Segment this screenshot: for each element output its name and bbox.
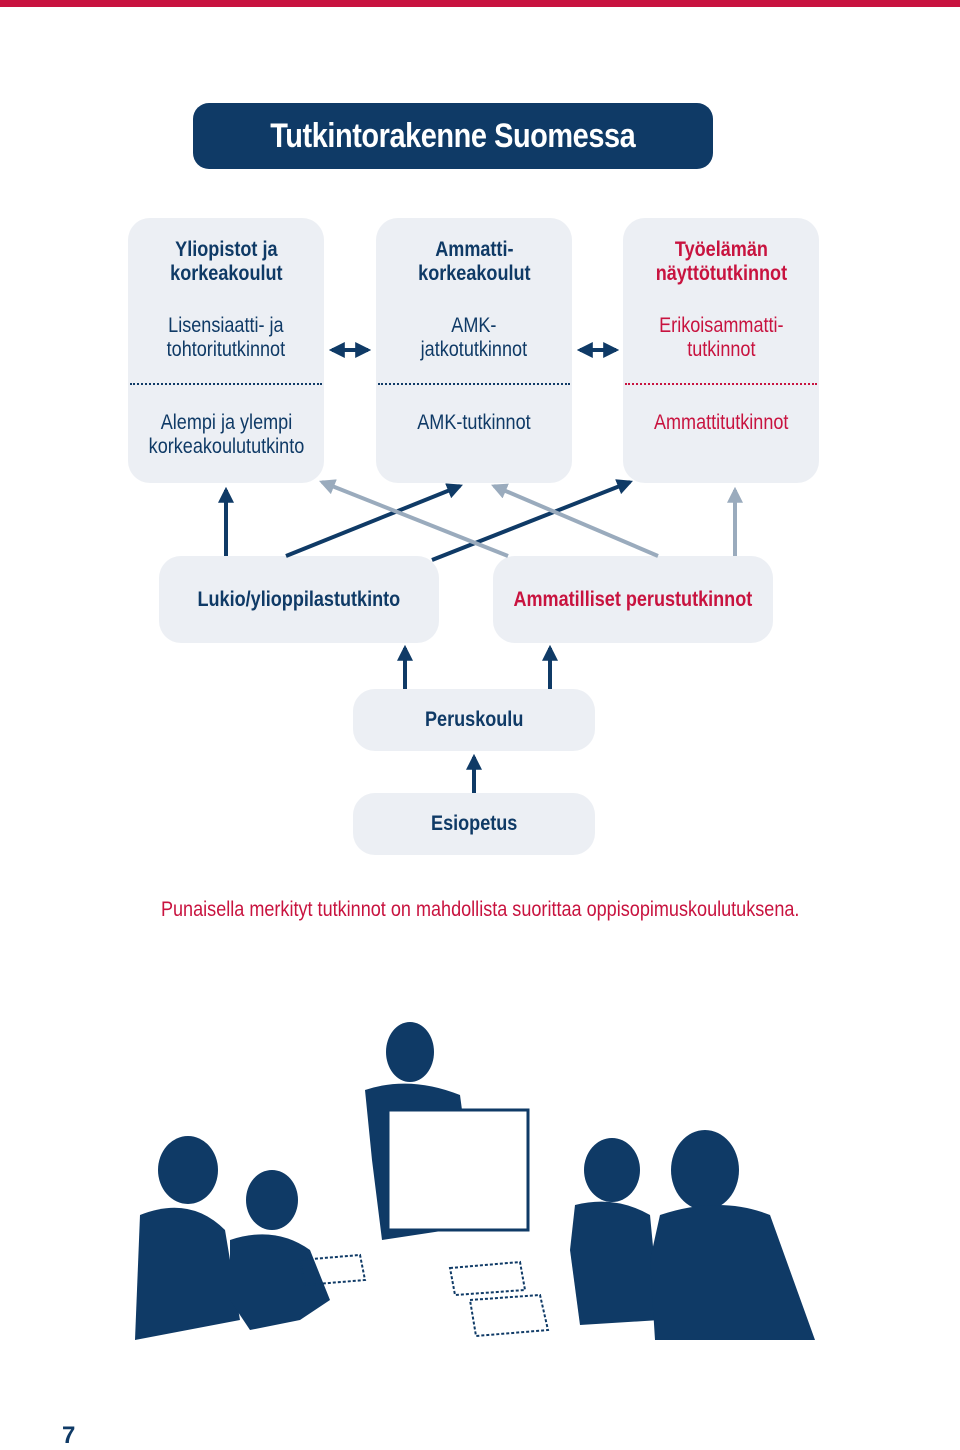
- title-banner: Tutkintorakenne Suomessa: [193, 103, 713, 169]
- arrow-lukio-competence: [431, 479, 633, 562]
- upper-secondary-box: Lukio/ylioppilastutkinto: [159, 556, 439, 643]
- footnote: Punaisella merkityt tutkinnot on mahdoll…: [160, 898, 800, 921]
- basic-education-box: Peruskoulu: [353, 689, 595, 751]
- divider: [625, 383, 817, 385]
- divider: [130, 383, 322, 385]
- university-lower-degrees: Alempi ja ylempi korkeakoulututkinto: [148, 411, 304, 458]
- vocational-label: Ammatilliset perustutkinnot: [513, 587, 753, 611]
- competence-lower-degrees: Ammattitutkinnot: [653, 411, 789, 434]
- university-upper-degrees: Lisensiaatti- ja tohtoritutkinnot: [166, 314, 286, 361]
- preschool-label: Esiopetus: [430, 812, 518, 835]
- vocational-box: Ammatilliset perustutkinnot: [493, 556, 773, 643]
- competence-box: Työelämän näyttötutkinnot Erikoisammatti…: [623, 218, 819, 483]
- competence-upper-degrees: Erikoisammatti- tutkinnot: [658, 314, 784, 361]
- arrow-vocational-university: [319, 479, 509, 558]
- university-box: Yliopistot ja korkeakoulut Lisensiaatti-…: [128, 218, 324, 483]
- university-heading: Yliopistot ja korkeakoulut: [169, 238, 283, 285]
- divider: [378, 383, 570, 385]
- arrow-lukio-polytechnic: [285, 483, 463, 558]
- page-number: 7: [62, 1422, 76, 1449]
- polytechnic-heading: Ammatti- korkeakoulut: [417, 238, 531, 285]
- arrow-vocational-polytechnic: [491, 483, 659, 558]
- polytechnic-lower-degrees: AMK-tutkinnot: [417, 411, 531, 434]
- page-title: Tutkintorakenne Suomessa: [270, 116, 636, 155]
- upper-secondary-label: Lukio/ylioppilastutkinto: [197, 587, 401, 611]
- preschool-box: Esiopetus: [353, 793, 595, 855]
- competence-heading: Työelämän näyttötutkinnot: [655, 238, 787, 285]
- polytechnic-box: Ammatti- korkeakoulut AMK- jatkotutkinno…: [376, 218, 572, 483]
- polytechnic-upper-degrees: AMK- jatkotutkinnot: [420, 314, 528, 361]
- top-rule: [0, 0, 960, 7]
- basic-education-label: Peruskoulu: [424, 708, 524, 731]
